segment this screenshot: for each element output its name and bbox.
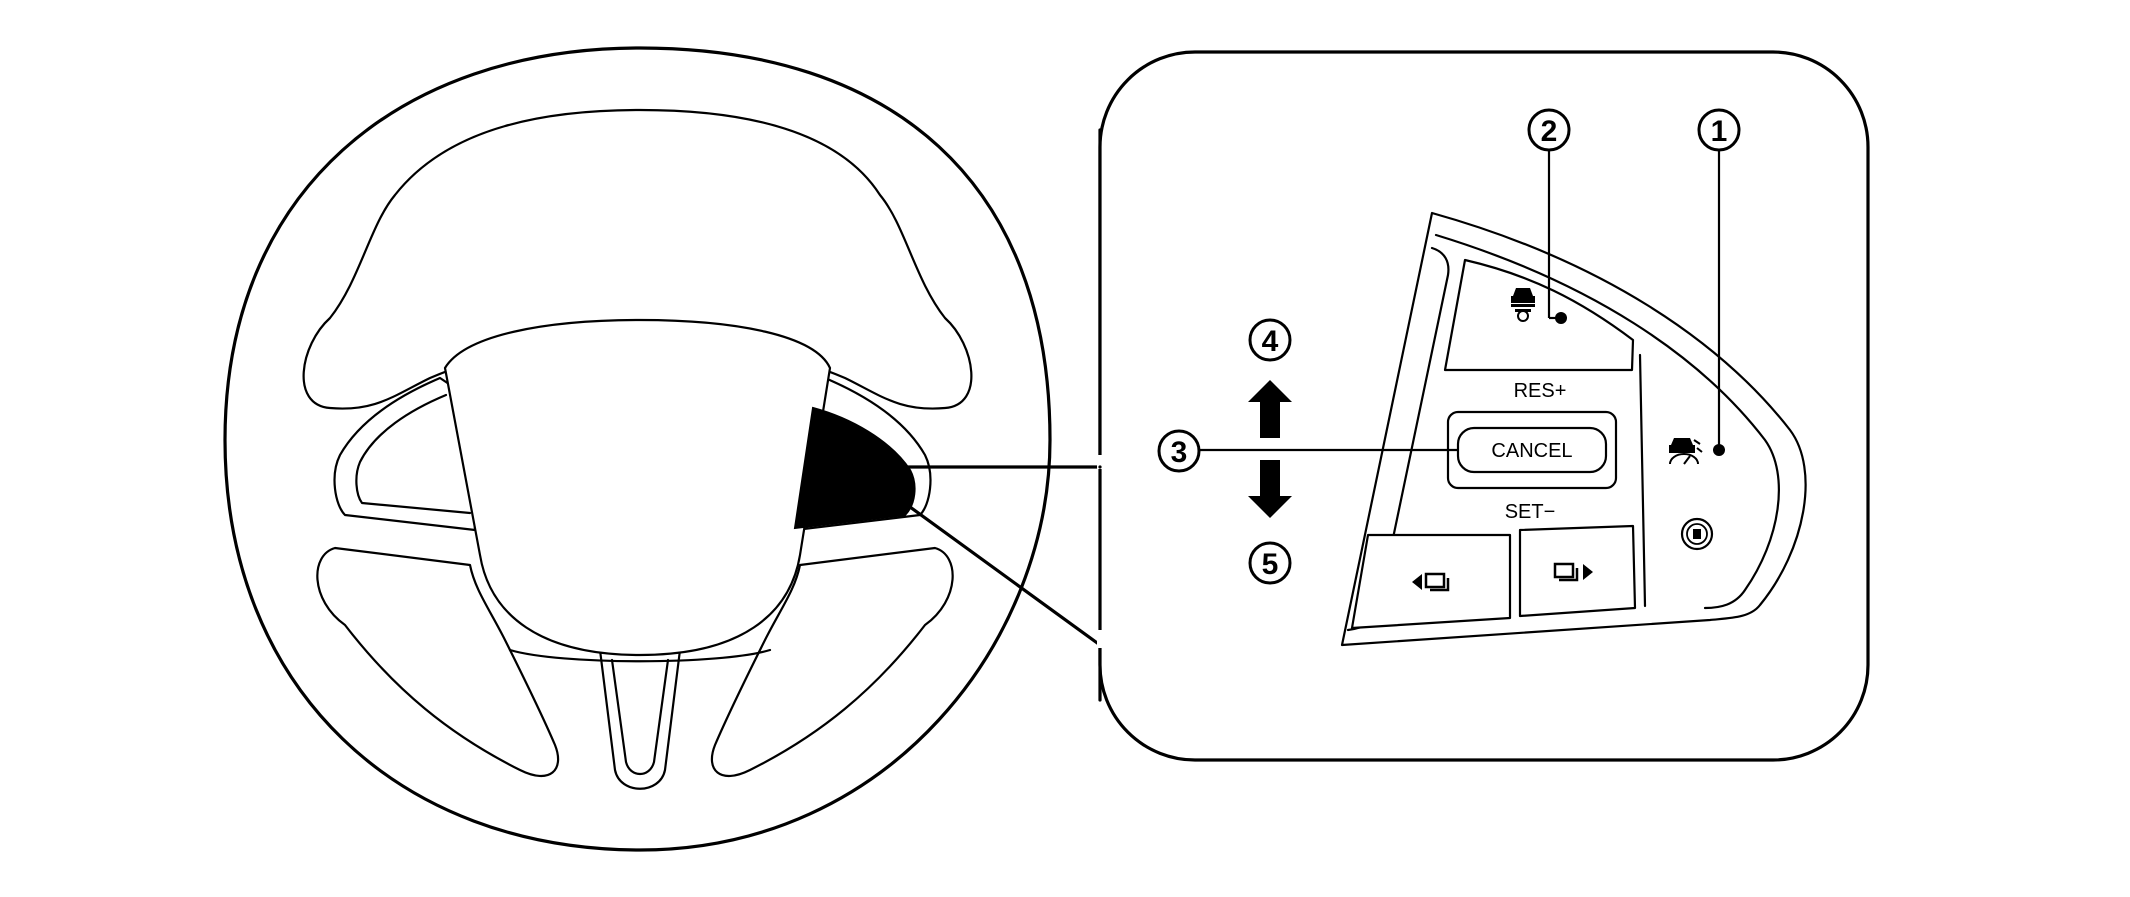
wheel-outer-rim: [223, 46, 1052, 852]
res-plus-label: RES+: [1514, 380, 1567, 402]
callout-5: 5: [1248, 541, 1292, 585]
callout-3: 3: [1157, 429, 1458, 473]
wheel-spoke-left-inner: [355, 393, 472, 515]
steering-wheel: [223, 46, 1052, 852]
svg-text:2: 2: [1541, 115, 1558, 148]
wheel-inner-left: [316, 546, 560, 778]
wheel-inner-right: [710, 546, 954, 778]
lane-assist-icon: [1680, 517, 1714, 551]
svg-text:1: 1: [1711, 115, 1728, 148]
switch-panel-divider: [1638, 353, 1647, 608]
callout-2: 2: [1527, 108, 1571, 320]
distance-button[interactable]: [1443, 258, 1635, 372]
callout-1: 1: [1697, 108, 1741, 450]
vehicle-distance-icon: [1511, 288, 1535, 322]
switch-panel-inner-edge: [1434, 233, 1780, 610]
svg-text:3: 3: [1171, 436, 1188, 469]
callout-4: 4: [1248, 318, 1292, 362]
display-right-arrow-icon: [1553, 562, 1593, 582]
cancel-label: CANCEL: [1491, 440, 1572, 462]
svg-text:5: 5: [1262, 548, 1279, 581]
wheel-spoke-bottom-inner: [610, 658, 670, 776]
wheel-hub-lower: [508, 648, 772, 663]
wheel-spoke-bottom: [598, 648, 682, 790]
cruise-control-main-icon: [1669, 438, 1703, 465]
wheel-spoke-left: [333, 376, 477, 532]
display-left-arrow-icon: [1412, 572, 1450, 592]
display-left-button[interactable]: [1350, 533, 1512, 630]
set-minus-label: SET−: [1505, 501, 1556, 523]
arrow-down-icon: [1248, 460, 1292, 518]
switch-panel: RES+ CANCEL SET−: [1340, 211, 1807, 647]
svg-text:4: 4: [1262, 325, 1279, 358]
arrow-up-icon: [1248, 380, 1292, 438]
wheel-hub: [443, 318, 832, 657]
